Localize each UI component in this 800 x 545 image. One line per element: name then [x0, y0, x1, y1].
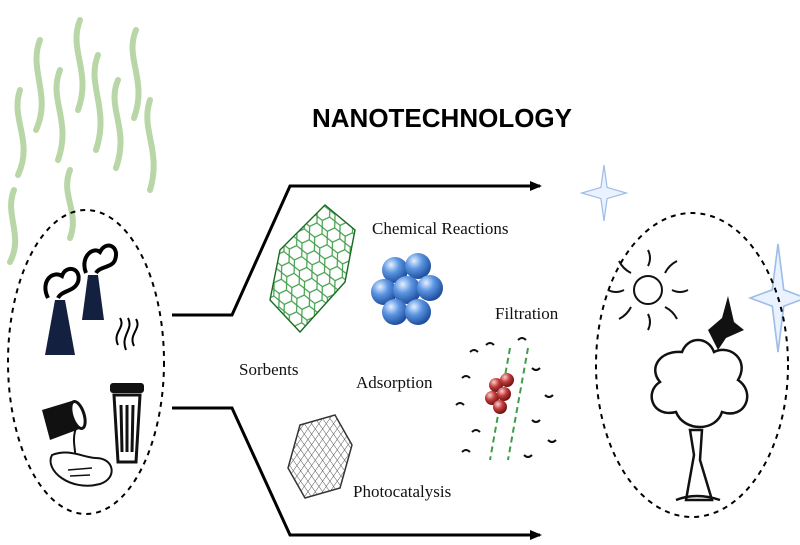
filtration-label: Filtration: [495, 304, 559, 323]
tree-icon: [650, 338, 749, 502]
sparkle-icon: [579, 165, 629, 221]
trash-can-icon: [110, 383, 144, 464]
factory-icon: [45, 275, 104, 355]
fumes-icon: [7, 17, 157, 265]
clean-environment-circle: [595, 212, 789, 518]
sorbent-mesh-icon: [269, 203, 356, 334]
photocatalyst-icon: [287, 414, 353, 499]
smoke-icon: [115, 317, 139, 351]
top-branch-line: [172, 181, 542, 317]
bottom-branch-line: [172, 406, 542, 540]
adsorption-label: Adsorption: [356, 373, 433, 392]
photocatalysis-label: Photocatalysis: [353, 482, 451, 501]
sun-icon: [607, 249, 689, 331]
diagram-title: NANOTECHNOLOGY: [312, 103, 572, 133]
filtration-icon: [455, 337, 557, 461]
spill-barrel-icon: [42, 400, 113, 487]
smoke-icon: [43, 243, 119, 300]
bird-icon: [708, 296, 744, 350]
sorbents-label: Sorbents: [239, 360, 299, 379]
nanoparticle-cluster-icon: [371, 253, 443, 325]
chemical-reactions-label: Chemical Reactions: [372, 219, 508, 238]
pollution-circle: [7, 209, 165, 515]
sparkle-icon: [747, 243, 800, 353]
